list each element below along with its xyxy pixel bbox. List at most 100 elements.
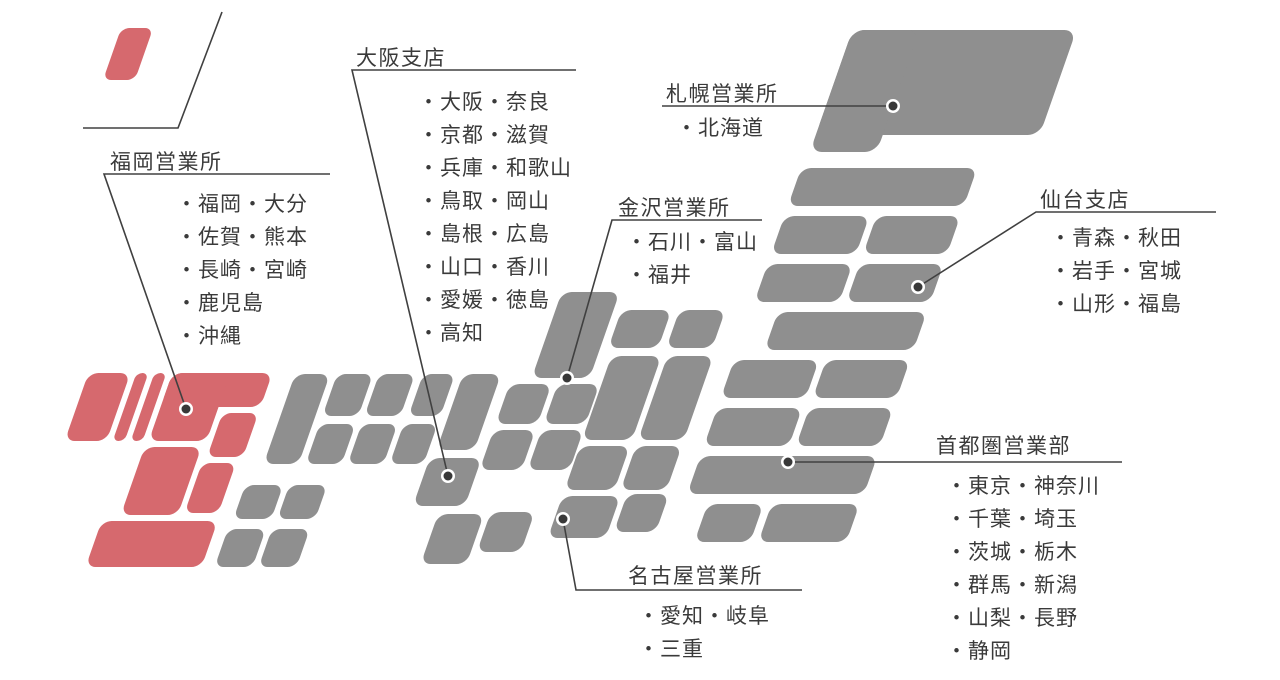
pref-item: ・福岡・大分	[176, 193, 308, 216]
map-tile	[723, 360, 817, 398]
tile-grid	[67, 28, 1074, 567]
pref-item: ・北海道	[676, 117, 764, 140]
callout-dot-sendai	[913, 282, 923, 292]
map-tile	[479, 512, 532, 552]
office-label-fukuoka: 福岡営業所	[110, 151, 223, 174]
office-label-sendai: 仙台支店	[1040, 189, 1130, 212]
map-tile	[482, 430, 533, 470]
map-tile-kyushu	[67, 373, 128, 441]
map-tile	[866, 216, 958, 254]
pref-item: ・高知	[418, 322, 484, 345]
pref-item: ・青森・秋田	[1050, 227, 1182, 250]
pref-item: ・群馬・新潟	[946, 574, 1078, 597]
map-tile	[439, 374, 499, 450]
pref-item: ・千葉・埼玉	[946, 508, 1078, 531]
pref-item: ・愛媛・徳島	[418, 289, 550, 312]
pref-list-fukuoka: ・福岡・大分 ・佐賀・熊本 ・長崎・宮崎 ・鹿児島 ・沖縄	[176, 188, 308, 353]
pref-item: ・京都・滋賀	[418, 124, 550, 147]
pref-item: ・鳥取・岡山	[418, 190, 550, 213]
pref-item: ・愛知・岐阜	[638, 605, 770, 628]
map-tile-hokkaido	[813, 30, 917, 152]
map-tile	[546, 384, 597, 424]
pref-item: ・茨城・栃木	[946, 541, 1078, 564]
map-tile	[423, 514, 482, 564]
office-label-osaka: 大阪支店	[356, 47, 446, 70]
pref-item: ・静岡	[946, 640, 1012, 663]
map-tile	[669, 310, 723, 348]
map-tile-kyushu	[114, 373, 147, 441]
map-tile	[815, 360, 908, 398]
pref-list-osaka: ・大阪・奈良 ・京都・滋賀 ・兵庫・和歌山 ・鳥取・岡山 ・島根・広島 ・山口・…	[418, 86, 572, 350]
map-tile	[350, 424, 395, 464]
map-tile	[774, 216, 867, 254]
map-tile	[767, 312, 924, 350]
pref-list-shutoken: ・東京・神奈川 ・千葉・埼玉 ・茨城・栃木 ・群馬・新潟 ・山梨・長野 ・静岡	[946, 470, 1100, 668]
map-tile	[623, 446, 679, 490]
callout-line-kanazawa	[566, 219, 762, 379]
map-tile	[611, 310, 669, 348]
map-tile	[217, 529, 264, 567]
office-label-shutoken: 首都圏営業部	[936, 435, 1071, 458]
okinawa-inset-line	[83, 11, 223, 129]
callout-dot-kanazawa	[562, 373, 572, 383]
map-tile	[640, 356, 711, 440]
callout-dot-osaka	[443, 471, 453, 481]
pref-list-sapporo: ・北海道	[676, 112, 764, 145]
callout-dot-fukuoka	[181, 404, 191, 414]
map-tile-kyushu	[123, 447, 199, 515]
map-tile	[690, 456, 875, 494]
callout-line-sendai	[917, 211, 1216, 288]
map-tile	[498, 384, 549, 424]
pref-item: ・兵庫・和歌山	[418, 157, 572, 180]
pref-item: ・佐賀・熊本	[176, 226, 308, 249]
map-tile	[849, 264, 941, 302]
map-tile	[367, 374, 413, 416]
map-tile	[308, 424, 353, 464]
pref-item: ・三重	[638, 638, 704, 661]
pref-item: ・長崎・宮崎	[176, 259, 308, 282]
map-tile	[757, 264, 850, 302]
pref-item: ・東京・神奈川	[946, 475, 1100, 498]
pref-item: ・山口・香川	[418, 256, 550, 279]
office-label-nagoya: 名古屋営業所	[628, 565, 763, 588]
callout-dots	[179, 99, 925, 526]
map-tile	[790, 168, 975, 206]
pref-item: ・山梨・長野	[946, 607, 1078, 630]
pref-item: ・福井	[626, 264, 692, 287]
pref-list-kanazawa: ・石川・富山 ・福井	[626, 226, 758, 292]
callout-line-fukuoka	[102, 173, 330, 410]
pref-list-sendai: ・青森・秋田 ・岩手・宮城 ・山形・福島	[1050, 222, 1182, 321]
map-tile	[761, 504, 857, 542]
map-tile	[567, 446, 627, 490]
map-tile	[392, 424, 435, 464]
pref-item: ・島根・広島	[418, 223, 550, 246]
callout-line-nagoya	[562, 518, 802, 591]
map-tile	[325, 374, 371, 416]
map-tile	[534, 292, 617, 378]
pref-item: ・石川・富山	[626, 231, 758, 254]
map-tile	[279, 485, 325, 519]
map-tile-nagoya	[550, 496, 618, 538]
map-tile-kyushu	[88, 521, 215, 567]
map-tile	[235, 485, 281, 519]
pref-list-nagoya: ・愛知・岐阜 ・三重	[638, 600, 770, 666]
map-tile	[706, 408, 800, 446]
office-label-kanazawa: 金沢営業所	[618, 197, 731, 220]
map-tile-kyushu	[187, 463, 234, 513]
office-label-sapporo: 札幌営業所	[666, 83, 779, 106]
pref-item: ・大阪・奈良	[418, 91, 550, 114]
map-tile	[261, 529, 308, 567]
map-tile-kyushu	[132, 373, 165, 441]
pref-item: ・岩手・宮城	[1050, 260, 1182, 283]
pref-item: ・沖縄	[176, 325, 242, 348]
callout-dot-shutoken	[783, 457, 793, 467]
map-tile	[798, 408, 891, 446]
callout-dot-sapporo	[888, 101, 898, 111]
map-tile	[530, 430, 581, 470]
callout-line-osaka	[350, 69, 576, 477]
map-tile	[697, 504, 761, 542]
map-tile	[584, 356, 659, 440]
map-tile	[616, 494, 667, 532]
